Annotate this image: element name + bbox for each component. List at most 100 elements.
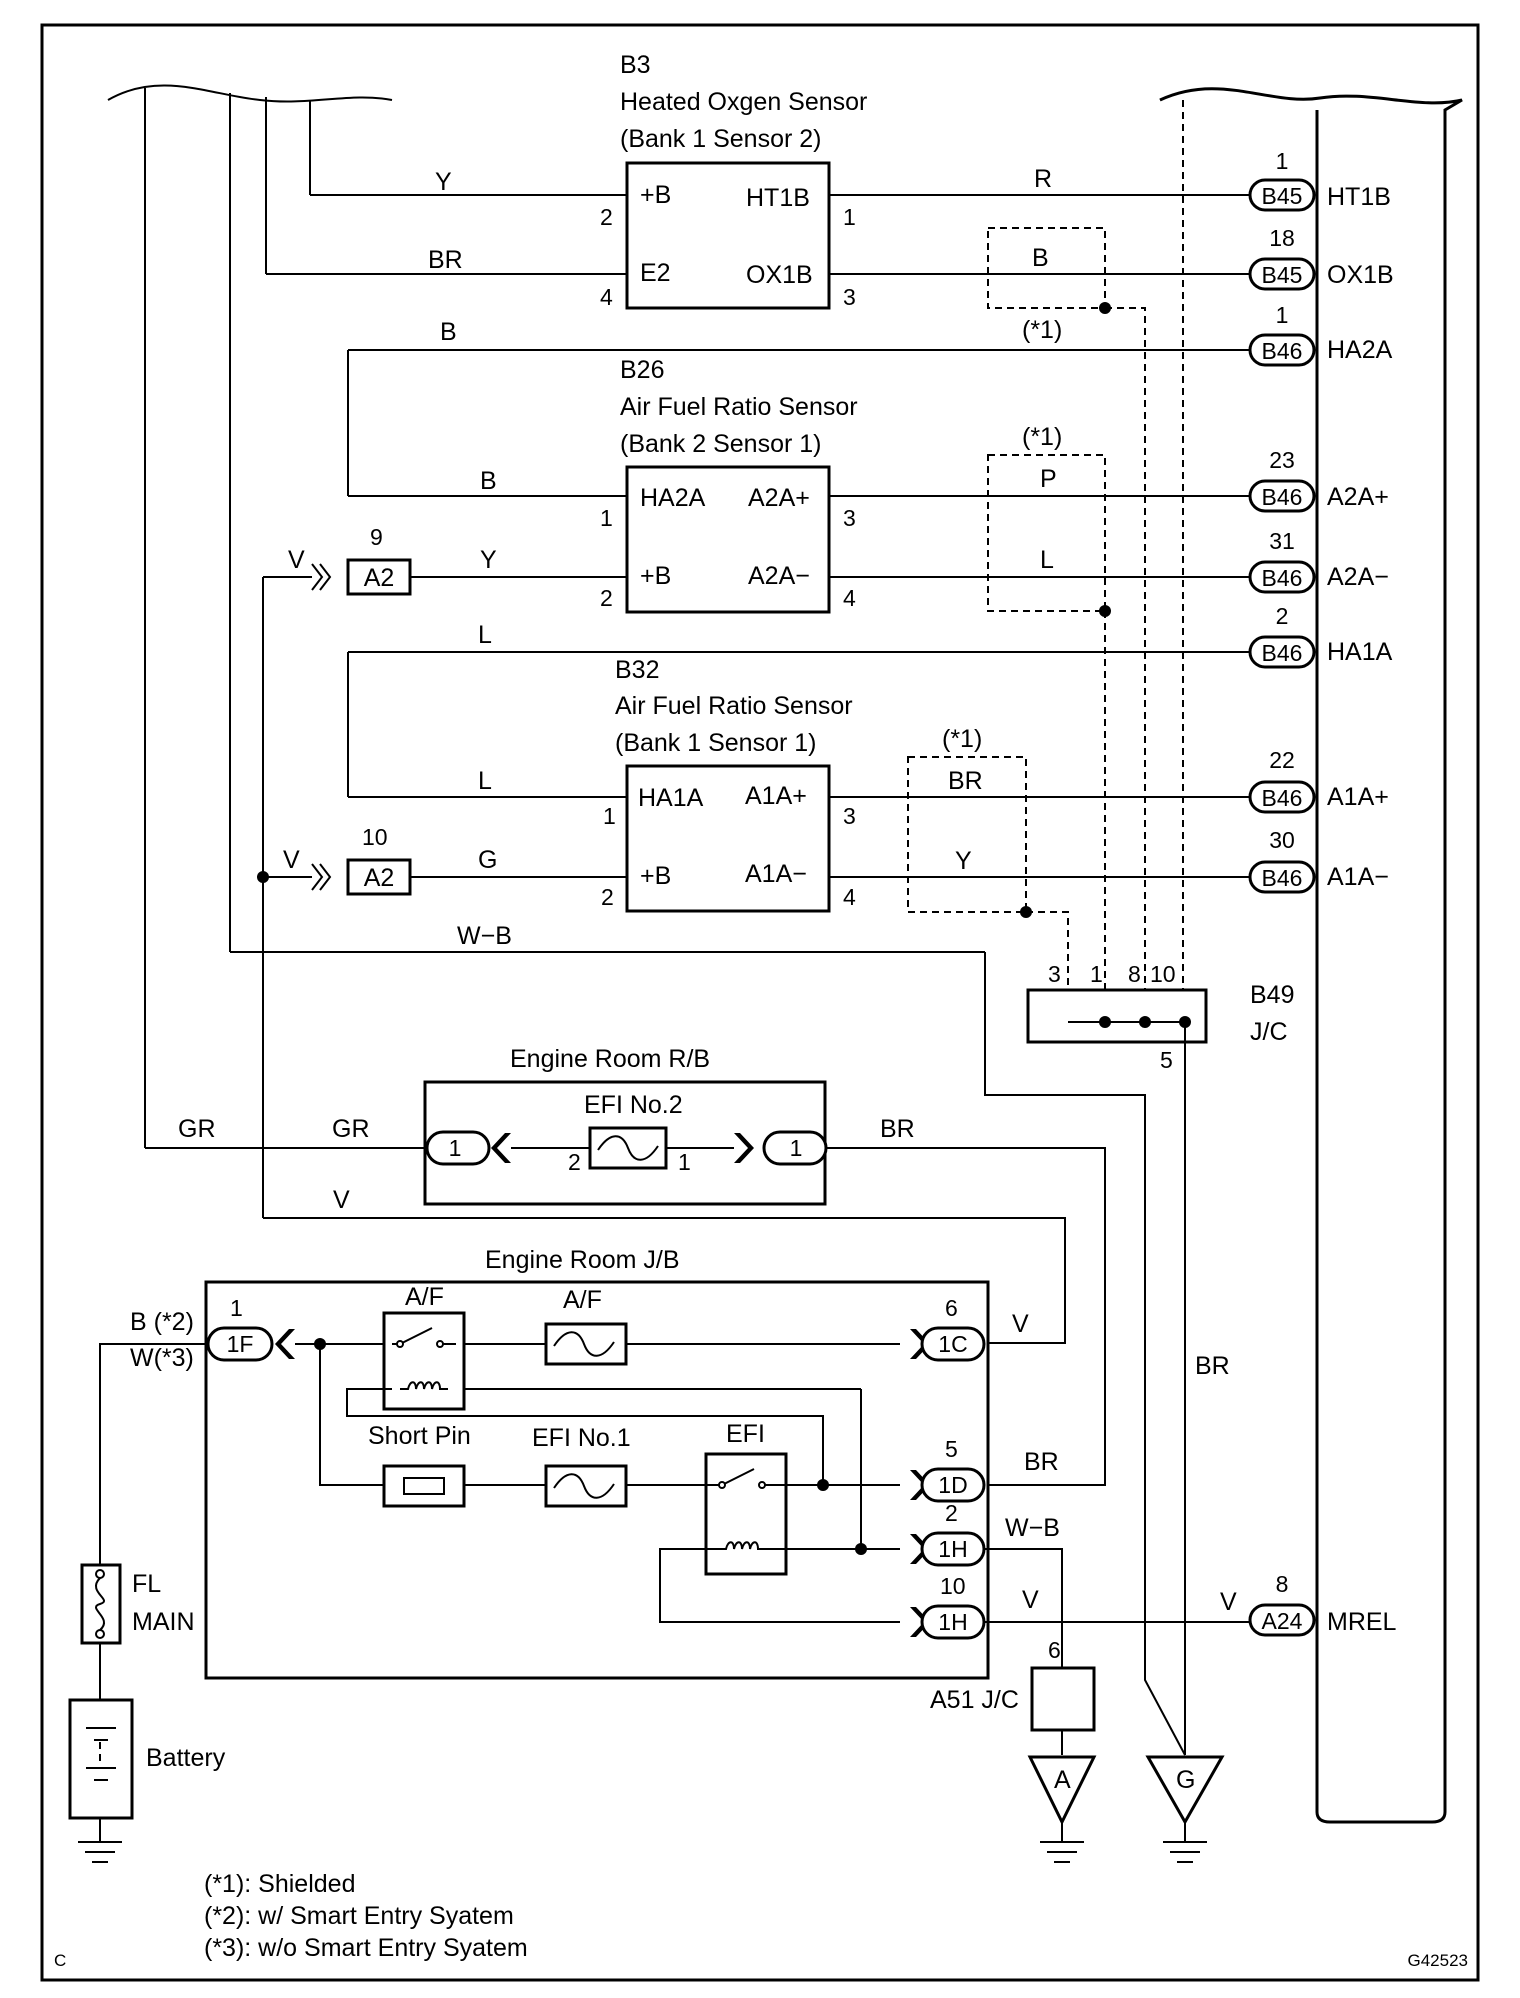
jb-conn-1c: 1C 6 xyxy=(910,1295,986,1362)
mrel-wire-v: V xyxy=(1220,1588,1237,1616)
ecm-pin-term: A2A− xyxy=(1327,563,1389,591)
ecm-pin-box xyxy=(1248,780,1316,814)
jb-wire-short xyxy=(319,1344,384,1486)
relay-coil-icon xyxy=(400,1381,448,1390)
ecm-pin-box xyxy=(1248,860,1316,894)
b3-ht1b: HT1B xyxy=(746,184,810,212)
figure-id: G42523 xyxy=(1408,1951,1469,1970)
ecm-pin: B46 22 A1A+ xyxy=(1248,747,1389,814)
b3-wire-br: BR xyxy=(428,246,463,274)
b26-wire-b-top: B xyxy=(440,318,457,346)
b3-pin1: 1 xyxy=(843,204,856,230)
b3-name: Heated Oxgen Sensor xyxy=(620,88,867,116)
b26-wire-b: B xyxy=(480,467,497,495)
note-3: (*3): w/o Smart Entry Syatem xyxy=(204,1934,528,1962)
b3-sensor-box xyxy=(625,161,831,310)
relay-contact-icon xyxy=(758,1481,766,1489)
b26-wire-y: Y xyxy=(480,546,497,574)
jb-1f-arrow-icon xyxy=(275,1329,295,1359)
b26-shield xyxy=(987,454,1106,612)
b26-a2ap: A2A+ xyxy=(748,484,810,512)
a2-10-connector xyxy=(346,858,412,896)
ecm-pin-conn: B45 xyxy=(1262,262,1303,288)
ecm-pin: B45 18 OX1B xyxy=(1248,225,1394,291)
a51-label: A51 J/C xyxy=(930,1686,1019,1714)
b3-pin4: 4 xyxy=(600,284,613,310)
b49-code: B49 xyxy=(1250,981,1294,1009)
ecm-pin-num: 23 xyxy=(1269,447,1295,473)
b3-wire-b: B xyxy=(1032,244,1049,272)
note-1: (*1): Shielded xyxy=(204,1870,355,1898)
b26-position: (Bank 2 Sensor 1) xyxy=(620,430,822,458)
a2-9-num: 9 xyxy=(370,524,383,550)
ecm-pin-box xyxy=(1248,560,1316,594)
ecm-pin-box xyxy=(1248,479,1316,513)
jb-conn-num: 2 xyxy=(945,1500,958,1526)
b32-ha1a: HA1A xyxy=(638,784,704,812)
ecm-terminals: B45 1 HT1B B45 18 OX1B B46 1 HA2A B46 23… xyxy=(1248,148,1397,1637)
ecm-pin: B46 30 A1A− xyxy=(1248,827,1389,894)
note-2: (*2): w/ Smart Entry Syatem xyxy=(204,1902,514,1930)
ecm-pin-term: HT1B xyxy=(1327,183,1391,211)
b49-dot1 xyxy=(1099,1016,1111,1028)
b26-wire-l: L xyxy=(1040,546,1054,574)
rb-title: Engine Room R/B xyxy=(510,1045,710,1073)
relay-coil-icon xyxy=(706,1541,786,1550)
a51-pin: 6 xyxy=(1048,1637,1061,1663)
jb-efi1-label: EFI No.1 xyxy=(532,1424,631,1452)
wire-wb-label: W−B xyxy=(457,922,512,950)
ecm-pin-term: OX1B xyxy=(1327,261,1394,289)
jb-conn-label: 1C xyxy=(938,1331,967,1357)
b3-position: (Bank 1 Sensor 2) xyxy=(620,125,822,153)
battery-label: Battery xyxy=(146,1744,226,1772)
jb-wire-efi-coil-mrel xyxy=(659,1548,900,1623)
a2-9-conn: A2 xyxy=(364,564,395,592)
b32-pin1: 1 xyxy=(603,803,616,829)
jb-junction-coil xyxy=(855,1543,867,1555)
wire-v-rb-jb xyxy=(263,1217,1066,1344)
b32-shield-label: (*1) xyxy=(942,725,982,753)
b49-box xyxy=(1026,988,1208,1044)
fuse-icon xyxy=(553,1473,615,1499)
rb-wire-br: BR xyxy=(880,1115,915,1143)
wire-main-feed xyxy=(99,1343,208,1565)
ecm-pin: B46 2 HA1A xyxy=(1248,603,1393,669)
ground-icon xyxy=(1163,1822,1207,1863)
a2-9-connector xyxy=(346,558,412,596)
jb-conn-1d: 1D 5 xyxy=(910,1436,986,1503)
fl-label-1: FL xyxy=(132,1570,161,1598)
b32-wire-br: BR xyxy=(948,767,983,795)
ecm-pin-conn: B46 xyxy=(1262,565,1303,591)
b32-shield xyxy=(907,756,1027,913)
v-junction xyxy=(257,871,269,883)
rb-right-arrow-icon xyxy=(734,1133,754,1163)
ecm-pin-conn: A24 xyxy=(1262,1608,1303,1634)
b49-pin-5: 5 xyxy=(1160,1047,1173,1073)
ecm-pin-num: 31 xyxy=(1269,528,1295,554)
frame xyxy=(40,23,1480,1982)
corner-letter: C xyxy=(54,1951,66,1970)
jb-1h-wire-v: V xyxy=(1022,1586,1039,1614)
ground-a-label: A xyxy=(1054,1766,1071,1794)
ecm-pin-num: 22 xyxy=(1269,747,1295,773)
a2-10-conn: A2 xyxy=(364,864,395,892)
jb-conn-1f-label: 1F xyxy=(227,1331,254,1357)
ecm-pin-num: 30 xyxy=(1269,827,1295,853)
a2-9-wire-v: V xyxy=(288,546,305,574)
b3-plusb: +B xyxy=(640,181,671,209)
ecm-pin-conn: B46 xyxy=(1262,338,1303,364)
jb-af-fuse xyxy=(544,1322,628,1366)
b32-pin4: 4 xyxy=(843,884,856,910)
jb-wire-af-coil xyxy=(346,1388,824,1485)
ecm-pin-box xyxy=(1248,635,1316,669)
b32-sensor-box xyxy=(625,764,831,913)
ecm-pin-box xyxy=(1248,1603,1316,1637)
ecm-pin-conn: B45 xyxy=(1262,183,1303,209)
jb-title: Engine Room J/B xyxy=(485,1246,680,1274)
ecm-pin-term: HA2A xyxy=(1327,336,1393,364)
jb-conn-num: 6 xyxy=(945,1295,958,1321)
ecm-pin: B46 31 A2A− xyxy=(1248,528,1389,594)
b26-name: Air Fuel Ratio Sensor xyxy=(620,393,858,421)
jb-conn-num: 5 xyxy=(945,1436,958,1462)
